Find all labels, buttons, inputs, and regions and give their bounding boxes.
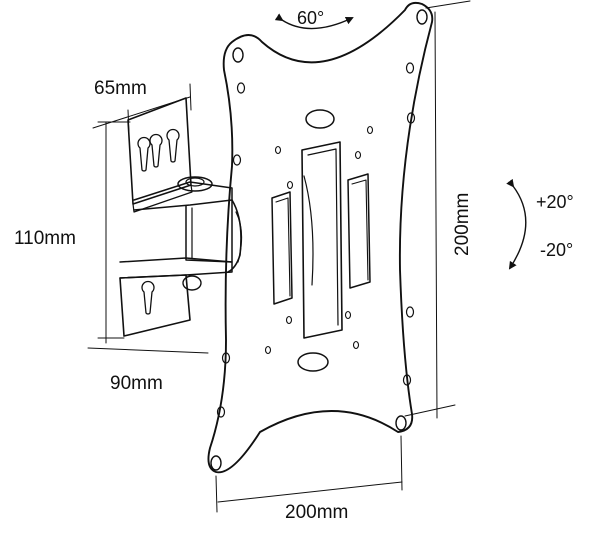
rotation-label: 60° (297, 8, 324, 28)
keyhole-slots-upper (137, 128, 180, 172)
inner-holes (264, 125, 374, 355)
plate-height-label: 200mm (452, 193, 473, 256)
vertical-slots (271, 173, 371, 305)
top-oval-slot (305, 109, 335, 129)
dimension-lines (87, 0, 471, 513)
lower-wall-plate (119, 274, 191, 337)
rotation-arrow-icon (274, 13, 354, 30)
wall-bracket (119, 97, 243, 337)
vesa-plate (207, 1, 434, 474)
upper-pivot (177, 176, 213, 192)
plate-outline (207, 1, 434, 474)
bracket-height-label: 110mm (14, 228, 76, 249)
tilt-up-label: +20° (536, 192, 574, 212)
depth-top-label: 65mm (94, 78, 147, 99)
tilt-arrow-icon (506, 178, 527, 270)
center-channel (301, 141, 343, 339)
vertical-bar (185, 199, 233, 263)
corner-holes (210, 9, 428, 471)
side-holes (216, 62, 416, 418)
upper-arm (133, 181, 233, 211)
plate-width-label: 200mm (285, 502, 348, 523)
depth-bottom-label: 90mm (110, 373, 163, 394)
tilt-down-label: -20° (540, 240, 573, 260)
bottom-oval-slot (297, 352, 329, 372)
lower-pivot (182, 275, 202, 291)
